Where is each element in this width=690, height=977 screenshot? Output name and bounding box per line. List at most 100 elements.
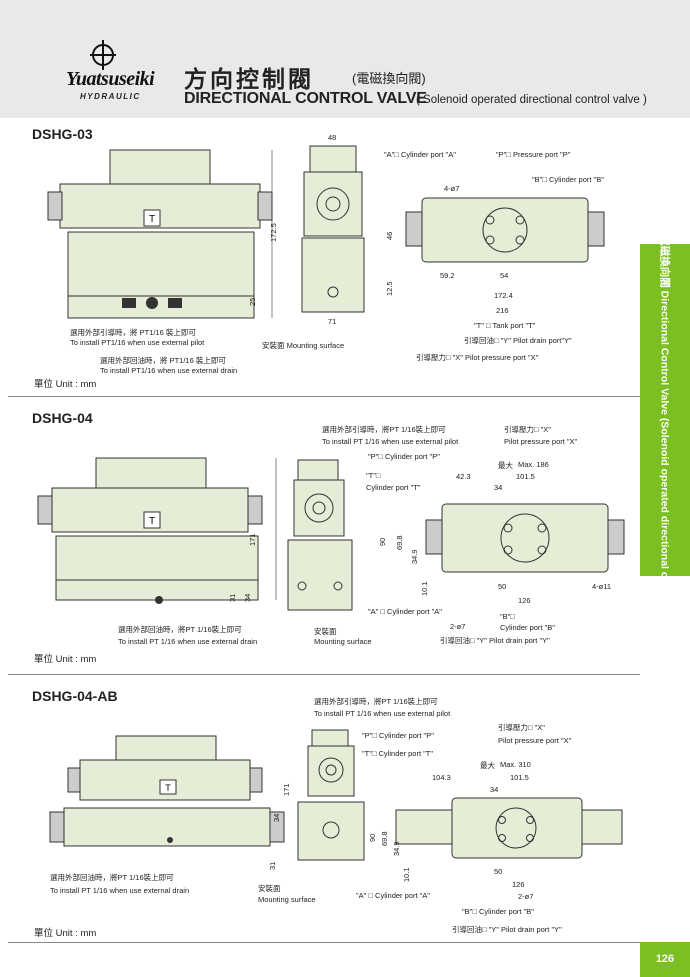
page-title-en-sub: ( Solenoid operated directional control … [416,94,647,106]
dshg04-front-view: T [37,457,277,604]
dshg04ab-label-x: 引導壓力□ "X" [498,723,545,732]
dshg03-label-b: "B"□ Cylinder port "B" [532,175,604,184]
page-header [0,0,690,118]
logo-crosshair-icon [90,40,116,70]
dshg04ab-front-view: T [49,735,285,847]
page-title-zh-sub: (電磁換向閥) [352,71,426,86]
dshg03-unit: 單位 Unit : mm [34,379,97,390]
dim-25: 25 [248,297,257,306]
dshg04-label-t: "T"□ [366,471,381,480]
dshg04ab-mounting-en: Mounting surface [258,895,316,904]
dshg04-label-x: 引導壓力□ "X" [504,425,551,434]
page-title-en: DIRECTIONAL CONTROL VALVE [184,90,427,107]
dshg04-label-b: "B"□ [500,612,515,621]
dim-31: 31 [228,593,237,602]
dshg04-label-y: 引導回油□ "Y" Pilot drain port "Y" [440,636,550,645]
dim-104-3: 104.3 [432,773,451,782]
dim-10-1-ab: 10.1 [402,867,411,882]
dshg04-max-prefix: 最大 [498,461,513,470]
dim-172-5: 172.5 [269,223,278,242]
dim-34-top: 34 [494,483,503,492]
dim-34-top-ab: 34 [490,785,499,794]
dshg03-front-view: T [47,149,273,319]
dim-34-9: 34.9 [410,549,419,564]
dim-171: 171 [248,533,257,546]
logo-brand: Yuatsuseiki [66,68,155,90]
svg-text:T: T [149,214,155,225]
dshg04-label-b-en: Cylinder port "B" [500,623,555,632]
dim-59-2: 59.2 [440,271,455,280]
dshg04-label-a: "A" □ Cylinder port "A" [368,607,442,616]
logo-sub: HYDRAULIC [80,92,141,101]
dim-171-ab: 171 [282,783,291,796]
dim-71: 71 [328,317,337,326]
page-title-zh: 方向控制閥 [184,66,314,92]
dim-172-4: 172.4 [494,291,513,300]
svg-text:T: T [165,783,171,793]
dim-34-ab: 34 [272,813,281,822]
dim-42-3: 42.3 [456,472,471,481]
dim-90: 90 [378,537,387,546]
dshg03-top-view [405,197,605,263]
dshg04ab-label-y: 引導回油□ "Y" Pilot drain port "Y" [452,925,562,934]
dshg04-label-x-en: Pilot pressure port "X" [504,437,578,446]
section-divider [8,674,640,675]
side-tab [640,244,690,576]
section-divider [8,396,640,397]
dim-69-8-ab: 69.8 [380,831,389,846]
dim-48: 48 [328,133,337,142]
dshg04-note-pilot-en: To install PT 1/16 when use external pil… [322,437,459,446]
dshg04-label-t-en: Cylinder port "T" [366,483,421,492]
dim-31-ab: 31 [268,861,277,870]
dshg04ab-note-drain-zh: 選用外部回油時，將PT 1/16裝上即可 [50,873,174,882]
dshg04-note-pilot-zh: 選用外部引導時，將PT 1/16裝上即可 [322,425,446,434]
side-tab-text: 方向控制閥 電磁換向閥 Directional Control Valve (S… [658,179,671,641]
dshg03-note-pilot-zh: 選用外部引導時，將 PT1/16 裝上即可 [70,328,196,337]
section-title-dshg04: DSHG-04 [32,410,93,426]
dshg03-label-a: "A"□ Cylinder port "A" [384,150,456,159]
dshg03-label-x: 引導壓力□ "X" Pilot pressure port "X" [416,353,539,362]
dshg04-label-p: "P"□ Cylinder port "P" [368,452,440,461]
dim-126-ab: 126 [512,880,525,889]
dshg03-note-drain-zh: 選用外部回油時，將 PT1/16 裝上即可 [100,356,226,365]
dshg04ab-label-x-en: Pilot pressure port "X" [498,736,572,745]
section-title-dshg04ab: DSHG-04-AB [32,688,118,704]
dim-216: 216 [496,306,509,315]
section-title-dshg03: DSHG-03 [32,126,93,142]
dshg04ab-unit: 單位 Unit : mm [34,928,97,939]
dim-12-5: 12.5 [385,281,394,296]
company-logo: Yuatsuseiki HYDRAULIC [66,40,176,108]
dim-90-ab: 90 [368,833,377,842]
dshg04-mounting-zh: 安裝面 [314,627,337,636]
dim-max-186: Max. 186 [518,460,549,469]
dim-54: 54 [500,271,509,280]
section-divider [8,942,640,943]
dshg04ab-mounting-zh: 安裝面 [258,884,281,893]
dim-34-9-ab: 34.9 [392,841,401,856]
dim-101-5-ab: 101.5 [510,773,529,782]
dshg04ab-label-a: "A" □ Cylinder port "A" [356,891,430,900]
dshg04ab-label-b: "B"□ Cylinder port "B" [462,907,534,916]
dshg04-unit: 單位 Unit : mm [34,654,97,665]
dim-50: 50 [498,582,507,591]
dim-46: 46 [385,231,394,240]
dshg03-side-view [301,145,365,313]
dshg04ab-max-prefix: 最大 [480,761,495,770]
dim-4-o7: 4-ø7 [444,184,460,193]
dshg04ab-top-view [395,797,623,859]
dshg03-label-t: "T" □ Tank port "T" [474,321,536,330]
dshg03-label-y: 引導回油□ "Y" Pilot drain port"Y" [464,336,572,345]
dim-10-1: 10.1 [420,581,429,596]
dim-max-310: Max. 310 [500,760,531,769]
dim-34: 34 [243,593,252,602]
dim-126: 126 [518,596,531,605]
dshg04ab-label-p: "P"□ Cylinder port "P" [362,731,434,740]
svg-text:T: T [149,516,155,527]
dshg04-top-view [425,503,625,573]
dshg04ab-label-t: "T"□ Cylinder port "T" [362,749,434,758]
dim-2-o7: 2-ø7 [450,622,466,631]
dshg04-note-drain-en: To install PT 1/16 when use external dra… [118,637,258,646]
dshg04ab-side-view [297,729,365,861]
dshg03-note-drain-en: To install PT1/16 when use external drai… [100,366,238,375]
dim-50-ab: 50 [494,867,503,876]
